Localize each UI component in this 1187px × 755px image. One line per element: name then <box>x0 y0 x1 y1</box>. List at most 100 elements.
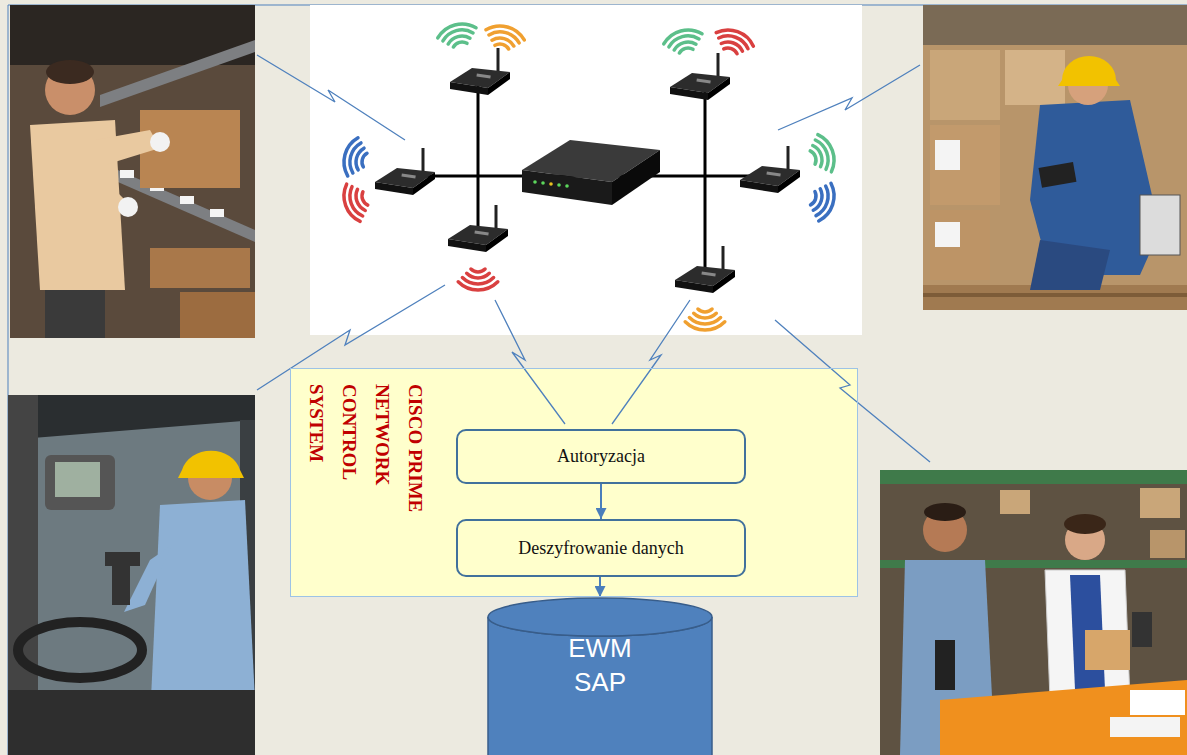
warehouse-photo <box>924 503 966 521</box>
warehouse-photo <box>180 196 194 204</box>
warehouse-photo <box>150 183 164 191</box>
warehouse-photo <box>1150 530 1185 558</box>
warehouse-photo <box>10 5 255 65</box>
network-illustration <box>704 85 707 278</box>
warehouse-photo <box>95 130 160 165</box>
warehouse-photo <box>923 5 1187 310</box>
cylinder-top <box>488 598 712 636</box>
network-illustration <box>340 136 370 180</box>
network-illustration <box>483 22 527 52</box>
warehouse-photo <box>930 210 990 280</box>
network-illustration <box>375 148 435 195</box>
network-illustration <box>448 205 508 252</box>
network-illustration <box>806 132 839 176</box>
warehouse-photo <box>1005 50 1065 105</box>
warehouse-photo <box>112 560 130 605</box>
warehouse-photo <box>45 65 95 115</box>
network-illustration <box>685 309 725 330</box>
network-illustration <box>458 269 498 290</box>
warehouse-photo <box>900 560 995 755</box>
wireless-link <box>257 55 405 140</box>
warehouse-photo <box>178 451 244 478</box>
warehouse-photo <box>940 680 1187 755</box>
database-cylinder: EWM SAP <box>487 597 713 752</box>
warehouse-photo <box>1045 570 1130 700</box>
warehouse-photo <box>923 293 1187 297</box>
warehouse-photo <box>880 470 1187 755</box>
warehouse-photo <box>95 160 255 242</box>
network-illustration <box>549 182 553 186</box>
warehouse-photo <box>935 222 960 247</box>
warehouse-photo <box>8 395 255 755</box>
network-illustration <box>436 20 480 50</box>
network-illustration <box>310 5 862 335</box>
network-illustration <box>522 170 612 205</box>
warehouse-photo <box>210 209 224 217</box>
network-illustration <box>450 48 510 95</box>
warehouse-photo <box>930 50 1000 120</box>
warehouse-photo <box>100 40 255 107</box>
network-illustration <box>522 140 660 182</box>
warehouse-photo <box>10 5 255 338</box>
flow-arrow <box>600 484 602 519</box>
frame-line <box>8 5 9 755</box>
frame-line <box>8 5 1187 6</box>
warehouse-photo <box>923 5 1187 45</box>
network-illustration <box>675 246 735 293</box>
wireless-link <box>778 65 920 130</box>
warehouse-photo <box>45 455 115 510</box>
network-illustration <box>405 175 770 178</box>
network-illustration <box>807 179 839 223</box>
warehouse-photo <box>1070 575 1105 690</box>
panel-heading: CISCO PRIME NETWORK CONTROL SYSTEM <box>300 384 432 544</box>
warehouse-photo <box>95 175 125 212</box>
warehouse-photo <box>188 456 232 500</box>
process-label: Autoryzacja <box>557 446 645 467</box>
warehouse-photo <box>930 125 1000 205</box>
warehouse-photo <box>18 622 142 678</box>
warehouse-photo <box>8 690 255 755</box>
warehouse-photo <box>118 197 138 217</box>
warehouse-photo <box>1058 56 1120 86</box>
warehouse-photo <box>923 508 967 552</box>
warehouse-photo <box>935 640 955 690</box>
warehouse-photo <box>880 470 1187 484</box>
warehouse-photo <box>10 5 255 338</box>
warehouse-photo <box>1068 65 1108 105</box>
warehouse-photo <box>923 5 1187 310</box>
warehouse-photo <box>105 552 140 566</box>
process-box: Deszyfrowanie danych <box>456 519 746 577</box>
warehouse-photo <box>8 395 255 440</box>
warehouse-photo <box>8 395 255 755</box>
warehouse-photo <box>120 170 134 178</box>
network-illustration <box>712 25 756 58</box>
network-illustration <box>612 150 660 205</box>
warehouse-photo <box>1110 717 1180 737</box>
database-label: EWM SAP <box>560 631 640 699</box>
warehouse-photo <box>1039 162 1077 188</box>
warehouse-photo <box>1132 612 1152 647</box>
warehouse-photo <box>1140 488 1180 518</box>
cylinder-body <box>488 617 712 755</box>
warehouse-photo <box>55 462 100 497</box>
network-illustration <box>670 53 730 100</box>
warehouse-photo <box>124 545 172 612</box>
warehouse-photo <box>150 500 255 720</box>
wireless-link <box>257 285 445 390</box>
network-illustration <box>533 180 537 184</box>
warehouse-photo <box>1064 514 1106 534</box>
warehouse-photo <box>46 60 94 84</box>
warehouse-photo <box>150 132 170 152</box>
warehouse-photo <box>1000 490 1030 514</box>
warehouse-photo <box>1030 240 1110 290</box>
warehouse-photo <box>880 470 1187 755</box>
warehouse-photo <box>140 110 240 188</box>
network-illustration <box>477 80 480 237</box>
process-label: Deszyfrowanie danych <box>518 538 683 559</box>
warehouse-photo <box>240 420 255 755</box>
network-illustration <box>557 183 561 187</box>
warehouse-photo <box>1065 520 1105 560</box>
warehouse-photo <box>880 560 1187 568</box>
